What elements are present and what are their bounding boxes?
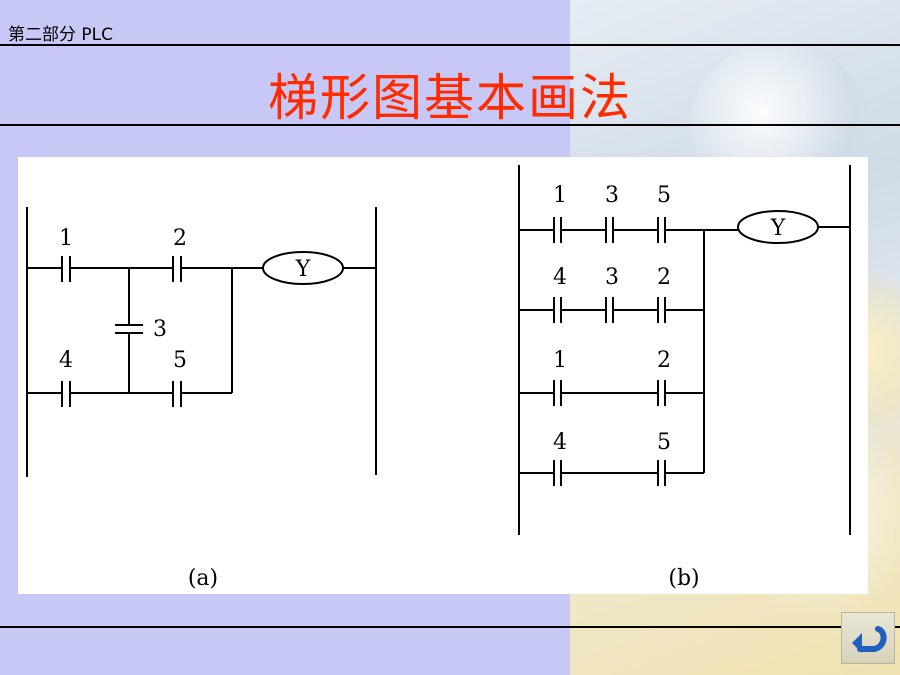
contact-label: 2 bbox=[173, 226, 187, 251]
contact-label: 4 bbox=[553, 430, 567, 455]
section-label: 第二部分 PLC bbox=[8, 25, 113, 45]
slide-title: 梯形图基本画法 bbox=[268, 69, 632, 127]
ladder-diagram-b bbox=[518, 165, 851, 535]
coil-label: Y bbox=[770, 216, 786, 241]
contact-label: 1 bbox=[553, 183, 567, 208]
contact-label: 1 bbox=[59, 226, 73, 251]
contact-label: 5 bbox=[173, 348, 187, 373]
back-arrow-icon bbox=[852, 626, 887, 653]
title-divider bbox=[0, 124, 900, 126]
contact-label: 4 bbox=[553, 265, 567, 290]
contact-label: 4 bbox=[59, 348, 73, 373]
diagram-caption: (b) bbox=[668, 566, 699, 591]
footer-divider bbox=[0, 626, 900, 628]
contact-label: 5 bbox=[657, 183, 671, 208]
contact-label: 1 bbox=[553, 348, 567, 373]
contact-label: 2 bbox=[657, 348, 671, 373]
diagram-caption: (a) bbox=[188, 566, 218, 591]
contact-label: 2 bbox=[657, 265, 671, 290]
header-divider bbox=[0, 44, 900, 46]
coil-label: Y bbox=[295, 257, 311, 282]
contact-label: 3 bbox=[605, 183, 619, 208]
ladder-diagram-a bbox=[26, 207, 377, 477]
contact-label: 3 bbox=[153, 317, 167, 342]
ladder-diagram-panel: 1 2 3 4 5 Y (a) 1 3 5 Y 4 3 2 1 2 4 5 (b… bbox=[18, 157, 868, 594]
contact-label: 5 bbox=[657, 430, 671, 455]
contact-label: 3 bbox=[605, 265, 619, 290]
ladder-diagrams-svg: 1 2 3 4 5 Y (a) 1 3 5 Y 4 3 2 1 2 4 5 (b… bbox=[26, 165, 851, 591]
back-button[interactable] bbox=[841, 612, 895, 664]
